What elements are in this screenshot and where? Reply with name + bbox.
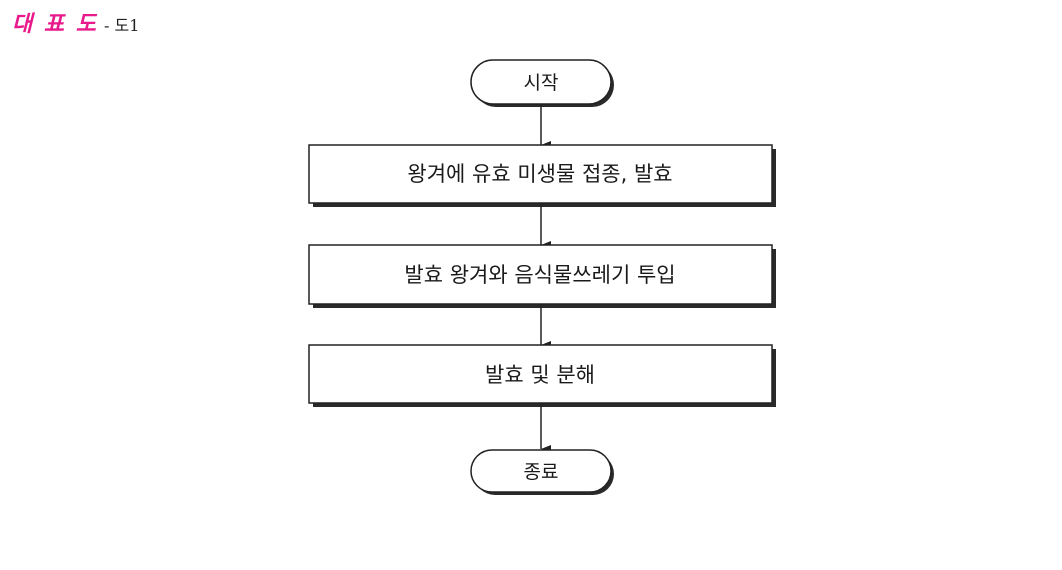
process-step-3-label: 발효 및 분해: [485, 363, 595, 387]
process-step-2: 발효 왕겨와 음식물쓰레기 투입: [309, 245, 776, 308]
process-step-1: 왕겨에 유효 미생물 접종, 발효: [309, 145, 776, 207]
start-label: 시작: [524, 72, 559, 94]
end-label: 종료: [524, 461, 559, 483]
end-terminal: 종료: [471, 450, 614, 495]
process-step-1-label: 왕겨에 유효 미생물 접종, 발효: [407, 162, 672, 186]
process-step-3: 발효 및 분해: [309, 345, 776, 407]
process-step-2-label: 발효 왕겨와 음식물쓰레기 투입: [404, 263, 675, 287]
start-terminal: 시작: [471, 60, 614, 107]
